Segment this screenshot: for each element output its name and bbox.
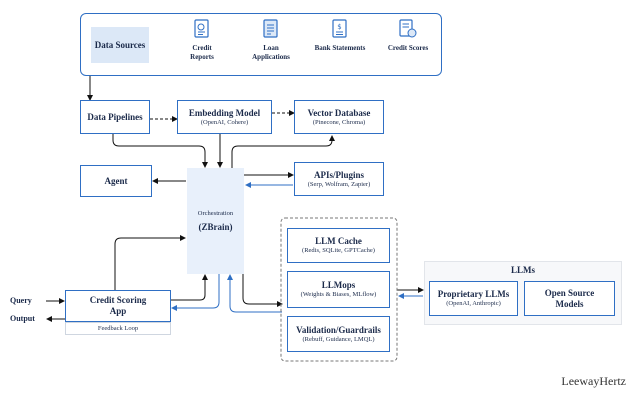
llmops-title: LLMops [321, 280, 356, 290]
llms-title: LLMs [510, 265, 535, 275]
loan-application-icon [263, 19, 278, 38]
agent-label: Agent [104, 175, 128, 186]
data-sources-label: Data Sources [94, 39, 146, 50]
data-pipelines-label: Data Pipelines [87, 111, 143, 122]
data-source-label: Loan Applications [252, 44, 290, 61]
embedding-model-box: Embedding Model (OpenAI, Cohere) [177, 100, 272, 134]
validation-subtitle: (Rebuff, Guidance, LMQL) [302, 335, 375, 343]
data-source-label: Credit Reports [190, 44, 214, 61]
svg-text:$: $ [337, 23, 341, 31]
data-sources-title: Data Sources [91, 27, 149, 63]
bank-statement-icon: $ [332, 19, 347, 38]
credit-scoring-app-title: Credit Scoring App [89, 295, 147, 316]
feedback-loop-label: Feedback Loop [97, 324, 139, 332]
vector-database-title: Vector Database [307, 107, 371, 118]
open-source-models-title: Open Source Models [544, 287, 595, 309]
output-label: Output [10, 314, 35, 323]
data-source-credit-reports: Credit Reports [180, 19, 224, 62]
open-source-models-box: Open Source Models [524, 281, 615, 316]
query-label: Query [10, 296, 32, 305]
arrow-app-to-orchestration-bottom [170, 274, 208, 301]
proprietary-llms-box: Proprietary LLMs (OpenAI, Anthropic) [429, 281, 518, 316]
brand-logo: LeewayHertz [561, 374, 626, 388]
arrow-orchestration-to-llmstack [242, 273, 283, 307]
arrow-llmstack-to-orchestration [227, 274, 282, 313]
agent-box: Agent [80, 165, 152, 197]
data-source-label: Credit Scores [387, 44, 429, 52]
data-source-credit-scores: Credit Scores [386, 19, 430, 53]
apis-plugins-title: APIs/Plugins [313, 169, 364, 180]
orchestration-name: (ZBrain) [198, 221, 233, 232]
vector-database-subtitle: (Pinecone, Chroma) [312, 118, 366, 126]
llmops-box: LLMops (Weights & Biases, MLflow) [287, 271, 390, 308]
proprietary-llms-subtitle: (OpenAI, Anthropic) [446, 300, 501, 307]
orchestration-box: Orchestration (ZBrain) [187, 168, 244, 274]
data-source-bank-statements: $ Bank Statements [314, 19, 366, 53]
embedding-model-subtitle: (OpenAI, Cohere) [200, 118, 249, 126]
arrow-orchestration-to-vectordb [231, 135, 335, 169]
feedback-loop-box: Feedback Loop [65, 322, 171, 335]
llmops-subtitle: (Weights & Biases, MLflow) [300, 291, 377, 298]
data-source-loan-applications: Loan Applications [244, 19, 298, 62]
vector-database-box: Vector Database (Pinecone, Chroma) [294, 100, 384, 134]
llm-cache-subtitle: (Redis, SQLite, GPTCache) [302, 247, 375, 254]
llm-cache-box: LLM Cache (Redis, SQLite, GPTCache) [287, 228, 390, 263]
apis-plugins-subtitle: (Serp, Wolfram, Zapier) [307, 180, 371, 188]
credit-scoring-app-box: Credit Scoring App [65, 290, 171, 322]
arrow-app-to-orchestration [114, 235, 186, 290]
apis-plugins-box: APIs/Plugins (Serp, Wolfram, Zapier) [294, 162, 384, 196]
credit-report-icon [194, 19, 209, 38]
llm-stack-container [280, 217, 398, 362]
proprietary-llms-title: Proprietary LLMs [437, 289, 510, 299]
llm-cache-title: LLM Cache [315, 236, 362, 246]
validation-guardrails-box: Validation/Guardrails (Rebuff, Guidance,… [287, 316, 390, 352]
data-source-label: Bank Statements [314, 44, 366, 52]
embedding-model-title: Embedding Model [188, 107, 261, 118]
arrow-orchestration-to-app [171, 274, 220, 311]
arrow-pipelines-to-orchestration [112, 134, 208, 168]
data-pipelines-box: Data Pipelines [80, 100, 150, 134]
validation-title: Validation/Guardrails [296, 324, 381, 335]
orchestration-label: Orchestration [197, 209, 234, 217]
credit-score-icon [399, 19, 417, 38]
